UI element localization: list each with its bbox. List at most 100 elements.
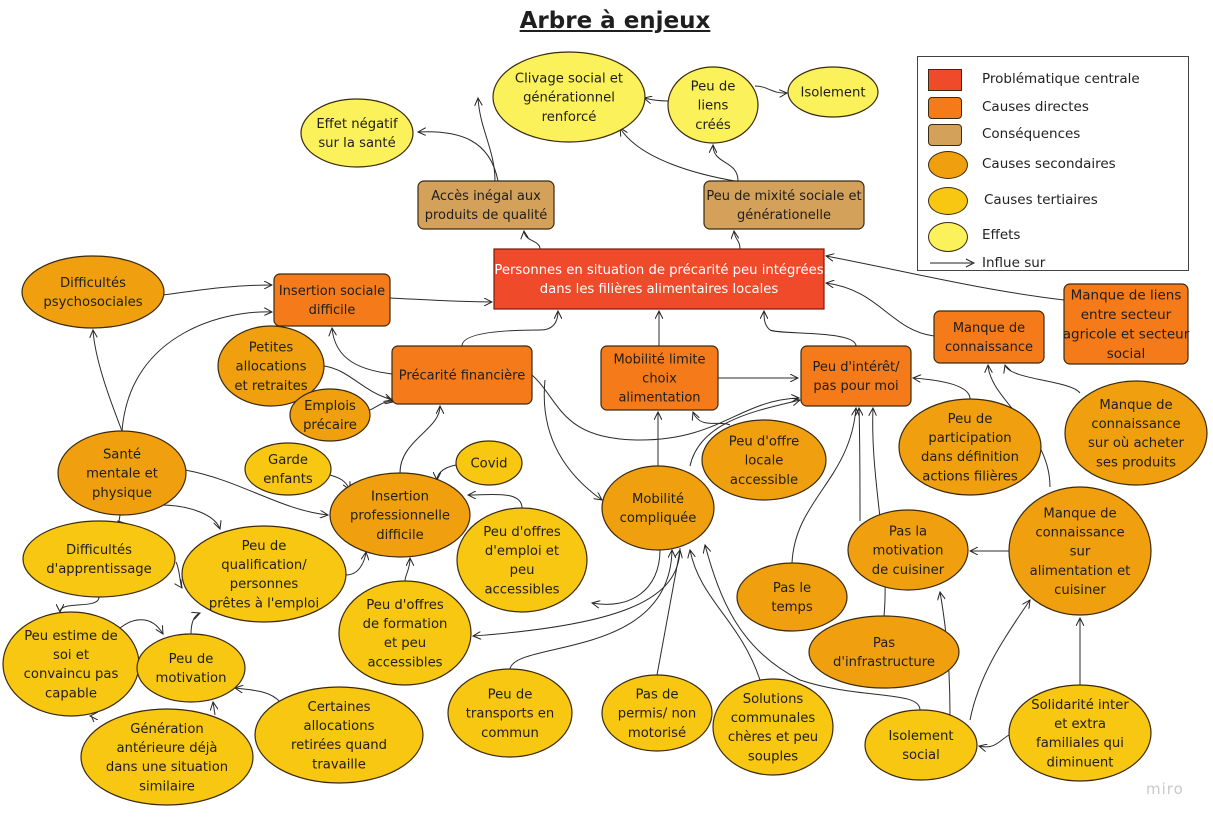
node-label-line: d'emploi et <box>485 544 559 559</box>
arrow-sante-psy <box>93 330 123 432</box>
node-label-line: Difficultés <box>66 542 132 558</box>
arrow-sante-diffapp <box>118 514 120 521</box>
arrow-emplois-precarite <box>369 402 393 411</box>
arrow-precarite-mobcomp <box>543 379 602 500</box>
node-shape <box>847 509 969 591</box>
node-label-line: locale <box>745 454 784 469</box>
node-label-line: agricole et secteur <box>1063 327 1190 343</box>
node-label-line: capable <box>45 686 97 701</box>
arrow-mixite-clivage <box>620 128 736 182</box>
node-label-line: Accès inégal aux <box>431 189 541 204</box>
node-label-line: Petites <box>249 340 294 355</box>
node-shape <box>181 525 347 623</box>
node-shape <box>80 708 254 806</box>
node-label-line: motivation <box>873 544 944 559</box>
node-label-line: alimentation <box>618 390 700 405</box>
node-central: Personnes en situation de précarité peu … <box>493 248 825 310</box>
node-shape <box>808 615 960 689</box>
node-shape <box>493 248 825 310</box>
arrow-transports-mobcomp <box>509 550 672 670</box>
node-label-line: difficile <box>309 303 356 318</box>
node-label-line: chères et peu <box>728 729 818 745</box>
node-label-line: précaire <box>303 417 357 433</box>
node-shape <box>712 678 834 776</box>
arrow-acces-clivage <box>478 98 496 182</box>
arrow-mixite-central <box>734 231 741 250</box>
node-label-line: et extra <box>1054 717 1106 732</box>
node-label-line: Effet négatif <box>316 116 398 132</box>
node-label-line: pas pour moi <box>813 379 898 394</box>
node-shape <box>800 345 912 407</box>
node-shape <box>703 180 865 230</box>
legend-label: Effets <box>982 227 1021 243</box>
node-label-line: diminuent <box>1047 755 1114 770</box>
node-shape <box>787 66 879 118</box>
legend-label: Influe sur <box>982 255 1046 271</box>
node-label-line: Clivage social et <box>515 71 623 86</box>
arrow-diffapp-qualif <box>176 561 182 588</box>
node-shape <box>329 472 471 558</box>
node-label-line: de cuisiner <box>872 563 945 578</box>
node-label-line: Peu de <box>691 79 736 94</box>
node-label-line: Isolement <box>800 86 865 101</box>
legend-label: Problématique centrale <box>982 71 1140 87</box>
legend-item-causes-tertiaires: Causes tertiaires <box>918 185 1190 215</box>
arrow-sante-inspro <box>184 469 328 515</box>
node-label-line: Manque de <box>1043 506 1116 521</box>
node-label: Précarité financière <box>399 369 525 384</box>
node-shape <box>447 668 573 758</box>
node-label-line: Insertion sociale <box>279 284 385 299</box>
node-shape <box>667 66 759 144</box>
node-precarite: Précarité financière <box>391 345 533 405</box>
arrow-precarite-insoc <box>332 328 393 375</box>
node-shape <box>22 520 176 598</box>
node-label-line: dans les filières alimentaires locales <box>540 281 779 297</box>
node-label-line: difficile <box>376 528 423 543</box>
node-label: Santé mentale et physique <box>86 446 158 500</box>
node-shape <box>456 507 588 613</box>
node-label-line: Certaines <box>307 700 370 715</box>
node-label-line: Covid <box>470 457 507 472</box>
node-label-line: communales <box>731 711 816 726</box>
node-isolement-effet: Isolement <box>787 66 879 118</box>
node-label-line: Insertion <box>371 489 429 504</box>
arrow-motivation-interet <box>859 408 860 522</box>
node-label-line: Manque de <box>953 321 1025 336</box>
node-label-line: physique <box>92 486 152 501</box>
legend: Problématique centrale Causes directes C… <box>917 56 1189 271</box>
node-label-line: ses produits <box>1096 455 1176 470</box>
node-label-line: peu <box>510 563 535 578</box>
node-shape <box>600 345 719 411</box>
node-label-line: mentale et <box>86 467 158 482</box>
arrow-mixite-liens <box>713 145 739 182</box>
node-label-line: convaincu pas <box>24 667 119 682</box>
node-label-line: Santé <box>103 446 141 462</box>
node-shape <box>217 325 325 407</box>
arrow-icon <box>930 258 976 268</box>
node-shape <box>601 465 715 551</box>
